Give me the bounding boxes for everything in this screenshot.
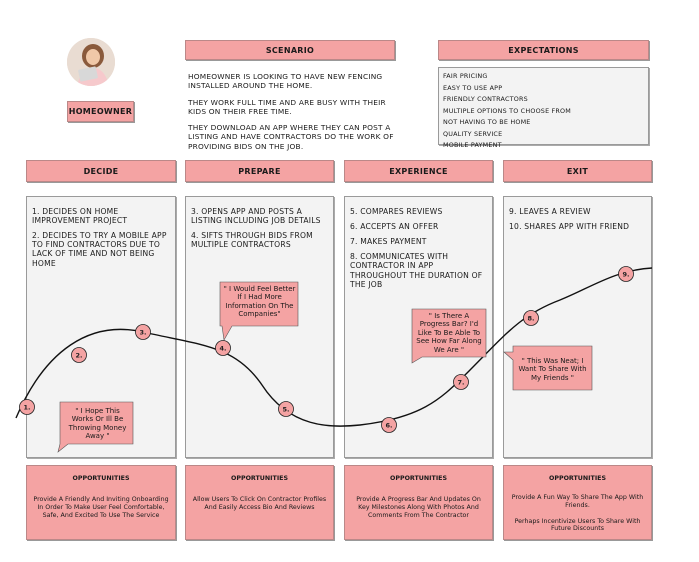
journey-point-label: 9. <box>623 271 630 279</box>
scenario-paragraph: THEY DOWNLOAD AN APP WHERE THEY CAN POST… <box>188 123 394 151</box>
quote-text-1: " I Hope This Works Or Ill Be Throwing M… <box>68 407 127 441</box>
persona-label: HOMEOWNER <box>67 101 134 122</box>
stage-step: 6. ACCEPTS AN OFFER <box>350 222 439 232</box>
stage-header-experience: EXPERIENCE <box>344 160 493 182</box>
stage-header-decide: DECIDE <box>26 160 176 182</box>
journey-point-marker <box>71 347 87 363</box>
journey-point-marker <box>19 399 35 415</box>
stage-header-prepare: PREPARE <box>185 160 334 182</box>
journey-point-label: 2. <box>76 352 83 360</box>
stage-step: 5. COMPARES REVIEWS <box>350 207 443 216</box>
journey-point-marker <box>453 374 469 390</box>
journey-point-label: 5. <box>283 406 290 414</box>
stage-step: 1. DECIDES ON HOME IMPROVEMENT PROJECT <box>32 207 128 226</box>
stage-step: 4. SIFTS THROUGH BIDS FROM MULTIPLE CONT… <box>191 231 313 250</box>
journey-point-label: 1. <box>24 404 31 412</box>
journey-point-marker <box>523 310 539 326</box>
expectation-item: MOBILE PAYMENT <box>443 141 502 149</box>
expectations-header: EXPECTATIONS <box>438 40 649 60</box>
emotion-curve <box>15 267 653 427</box>
journey-point-label: 6. <box>386 422 393 430</box>
quote-text-2: " I Would Feel Better If I Had More Info… <box>223 285 296 319</box>
opportunity-title: OPPORTUNITIES <box>72 475 130 482</box>
stage-step: 9. LEAVES A REVIEW <box>509 207 591 216</box>
opportunity-title: OPPORTUNITIES <box>390 475 447 482</box>
stage-step: 7. MAKES PAYMENT <box>350 237 427 247</box>
persona-avatar <box>67 38 115 86</box>
journey-point-marker <box>135 324 151 340</box>
stage-step: 8. COMMUNICATES WITH CONTRACTOR IN APP T… <box>350 252 483 289</box>
journey-point-marker <box>215 340 231 356</box>
opportunity-card-experience: OPPORTUNITIES Provide A Progress Bar And… <box>344 465 493 540</box>
expectation-item: FAIR PRICING <box>443 72 488 80</box>
opportunity-card-prepare: OPPORTUNITIES Allow Users To Click On Co… <box>185 465 334 540</box>
journey-point-label: 3. <box>140 329 147 337</box>
quote-bubble-shape <box>503 345 593 391</box>
opportunity-card-exit: OPPORTUNITIES Provide A Fun Way To Share… <box>503 465 652 540</box>
expectation-item: MULTIPLE OPTIONS TO CHOOSE FROM <box>443 106 571 115</box>
quote-bubble-shape <box>57 401 134 453</box>
opportunity-title: OPPORTUNITIES <box>549 475 606 482</box>
stage-header-exit: EXIT <box>503 160 652 182</box>
journey-point-marker <box>618 266 634 282</box>
stage-panel-prepare: 3. OPENS APP AND POSTS A LISTING INCLUDI… <box>185 196 334 458</box>
journey-point-label: 4. <box>220 345 227 353</box>
journey-point-label: 8. <box>528 315 535 323</box>
stage-panel-exit: 9. LEAVES A REVIEW 10. SHARES APP WITH F… <box>503 196 652 458</box>
expectation-item: QUALITY SERVICE <box>443 129 503 138</box>
journey-point-marker <box>278 401 294 417</box>
expectation-item: FRIENDLY CONTRACTORS <box>443 95 528 103</box>
scenario-header: SCENARIO <box>185 40 395 60</box>
quote-bubble-shape <box>411 308 487 364</box>
opportunity-text: Allow Users To Click On Contractor Profi… <box>192 496 327 511</box>
opportunity-text: Provide A Friendly And Inviting Onboardi… <box>33 496 169 519</box>
opportunity-text: Provide A Progress Bar And Updates On Ke… <box>356 496 481 519</box>
expectation-item: NOT HAVING TO BE HOME <box>443 118 531 126</box>
stage-step: 10. SHARES APP WITH FRIEND <box>509 222 630 232</box>
opportunity-card-decide: OPPORTUNITIES Provide A Friendly And Inv… <box>26 465 176 540</box>
woman-with-laptop-image <box>67 38 115 86</box>
quote-text-3: " Is There A Progress Bar? I'd Like To B… <box>416 312 482 354</box>
expectation-item: EASY TO USE APP <box>443 83 503 92</box>
opportunity-text: Provide A Fun Way To Share The App With … <box>511 494 644 533</box>
scenario-text: HOMEOWNER IS LOOKING TO HAVE NEW FENCING… <box>188 72 398 158</box>
quote-bubble-shape <box>219 281 299 341</box>
quote-text-4: " This Was Neat; I Want To Share With My… <box>518 357 587 382</box>
opportunity-title: OPPORTUNITIES <box>231 475 288 482</box>
scenario-paragraph: HOMEOWNER IS LOOKING TO HAVE NEW FENCING… <box>188 72 383 91</box>
journey-point-label: 7. <box>458 379 465 387</box>
journey-point-marker <box>381 417 397 433</box>
expectations-list: FAIR PRICING EASY TO USE APP FRIENDLY CO… <box>438 67 649 149</box>
stage-step: 3. OPENS APP AND POSTS A LISTING INCLUDI… <box>191 207 321 226</box>
stage-step: 2. DECIDES TO TRY A MOBILE APP TO FIND C… <box>32 231 167 268</box>
scenario-paragraph: THEY WORK FULL TIME AND ARE BUSY WITH TH… <box>188 97 386 116</box>
